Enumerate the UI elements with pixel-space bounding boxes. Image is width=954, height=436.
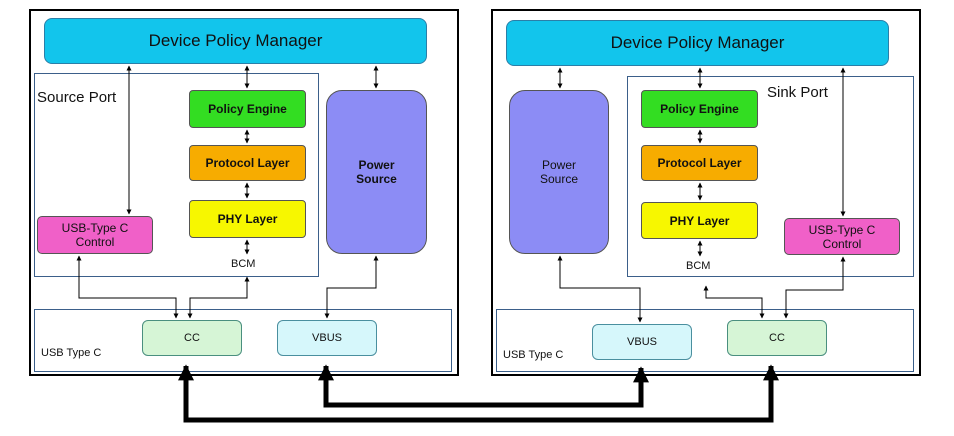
source-bcm-label: BCM <box>231 258 256 270</box>
sink-port-label: Sink Port <box>767 84 828 101</box>
source-power-line2: Source <box>356 172 397 186</box>
sink-cc: CC <box>727 320 827 356</box>
source-vbus: VBUS <box>277 320 377 356</box>
sink-port-box <box>627 76 914 277</box>
sink-phy-layer: PHY Layer <box>641 202 758 239</box>
source-usb-type-c-control-line2: Control <box>75 235 115 249</box>
wire-src-usbc-cc <box>76 255 179 319</box>
source-usb-type-c-label: USB Type C <box>41 347 102 359</box>
sink-power-line2: Source <box>539 172 579 186</box>
sink-usb-type-c-control-line1: USB-Type C <box>808 222 876 237</box>
sink-device-policy-manager: Device Policy Manager <box>506 20 889 66</box>
wire-src-bcm-cc <box>187 276 250 319</box>
sink-policy-engine: Policy Engine <box>641 90 758 128</box>
source-protocol-layer: Protocol Layer <box>189 145 306 181</box>
wire-snk-bcm-cc <box>703 285 765 319</box>
sink-usb-type-c-control-line2: Control <box>822 236 862 251</box>
sink-vbus: VBUS <box>592 324 692 360</box>
source-policy-engine: Policy Engine <box>189 90 306 128</box>
source-cc: CC <box>142 320 242 356</box>
source-phy-layer: PHY Layer <box>189 200 306 238</box>
cable-cc <box>177 364 780 423</box>
sink-bcm-label: BCM <box>686 260 711 272</box>
source-power-line1: Power <box>358 158 395 172</box>
sink-protocol-layer: Protocol Layer <box>641 145 758 181</box>
wire-snk-power-vbus <box>557 255 643 323</box>
source-port-label: Source Port <box>37 89 117 106</box>
sink-usb-type-c-label: USB Type C <box>503 349 564 361</box>
sink-power-line1: Power <box>541 158 576 172</box>
wire-snk-usbc-cc <box>783 256 846 319</box>
wire-src-power-vbus <box>324 255 379 319</box>
source-device-policy-manager: Device Policy Manager <box>44 18 427 64</box>
cable-vbus <box>317 364 650 408</box>
source-usb-type-c-control-line1: USB-Type C <box>61 221 129 235</box>
